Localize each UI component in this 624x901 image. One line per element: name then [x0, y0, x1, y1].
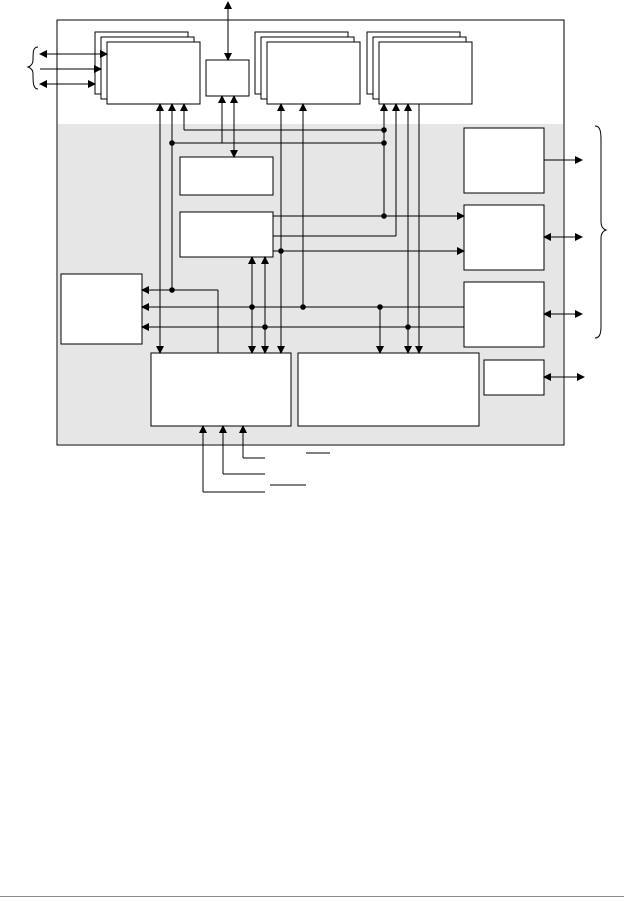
junction-dots [169, 127, 411, 330]
footer-rule [0, 896, 624, 897]
left-side-block [60, 273, 143, 345]
bottom-right-block [297, 352, 480, 427]
right-block-3 [463, 281, 545, 348]
stacked-block-right [366, 31, 473, 105]
right-block-1 [463, 127, 545, 194]
stacked-block-middle [254, 31, 361, 105]
bottom-left-block [150, 352, 292, 427]
inner-block-a [179, 156, 274, 196]
inner-block-b [179, 211, 274, 258]
right-small-block [483, 359, 545, 396]
small-top-block [205, 59, 250, 97]
right-block-2 [463, 204, 545, 271]
stacked-block-left [94, 31, 201, 105]
